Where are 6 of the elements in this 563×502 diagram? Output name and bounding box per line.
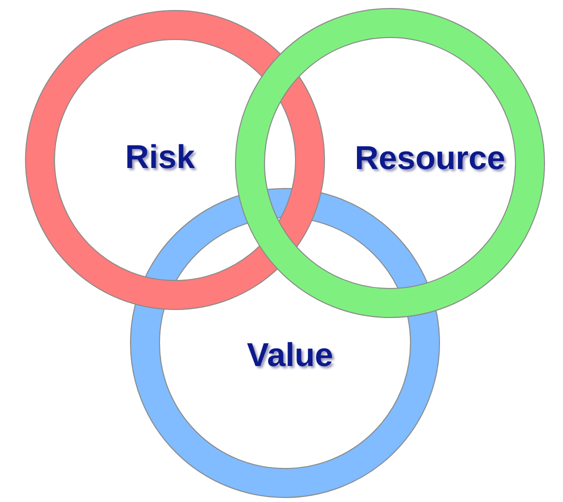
- ring: [25, 10, 325, 310]
- ring: [235, 8, 545, 318]
- ring-label: Resource: [354, 139, 506, 177]
- ring-label: Risk: [125, 138, 195, 176]
- ring: [130, 188, 440, 498]
- ring-label: Value: [246, 336, 334, 374]
